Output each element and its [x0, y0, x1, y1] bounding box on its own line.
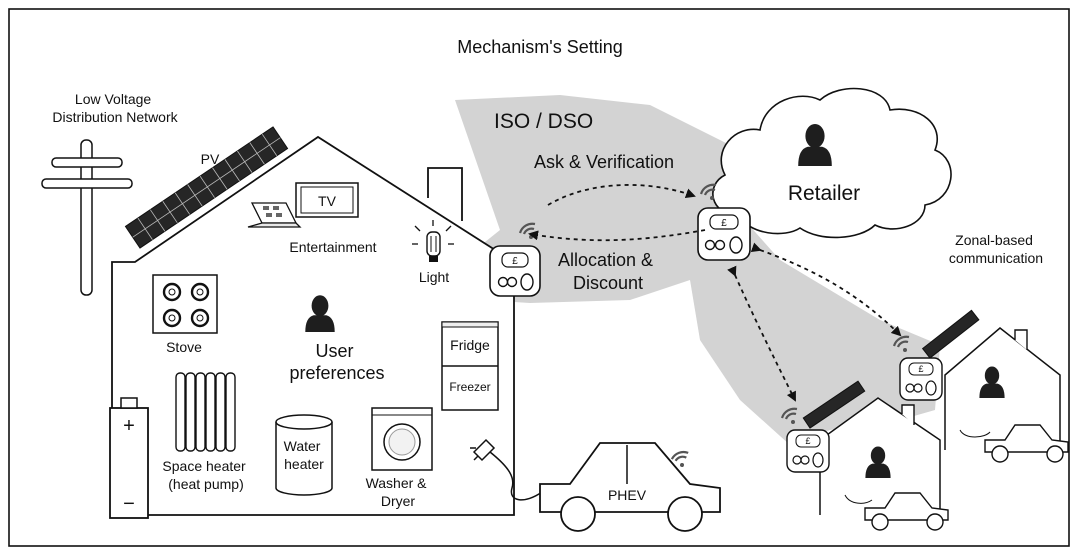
arrow-allocation-discount	[528, 229, 706, 242]
allocation-discount-line-1: Allocation &	[558, 250, 653, 270]
laptop-icon	[247, 202, 302, 228]
arrow-retailer-house-a	[727, 265, 796, 402]
tv-label: TV	[318, 193, 337, 209]
battery-icon	[109, 397, 149, 519]
allocation-discount-label: Allocation & Discount	[558, 250, 658, 293]
pv-panel	[124, 126, 289, 249]
zonal-label: Zonal-based communication	[949, 232, 1043, 266]
grid-label-line-1: Low Voltage	[75, 91, 151, 107]
house-smart-meter	[489, 245, 541, 297]
battery-minus-label: −	[123, 493, 135, 515]
iso-dso-zone	[455, 95, 940, 445]
stove-label: Stove	[166, 339, 202, 355]
zonal-label-line-2: communication	[949, 250, 1043, 266]
zonal-label-line-1: Zonal-based	[955, 232, 1033, 248]
washer-icon	[371, 407, 433, 471]
diagram-frame	[8, 8, 1070, 547]
grid-label-line-2: Distribution Network	[52, 109, 178, 125]
washer-dryer-line-2: Dryer	[381, 493, 416, 509]
user-preferences-line-2: preferences	[289, 363, 384, 383]
charging-cable	[489, 451, 543, 501]
space-heater-line-2: (heat pump)	[168, 476, 243, 492]
battery-plus-label: +	[123, 415, 135, 437]
retailer-cloud	[712, 87, 952, 239]
iso-meter-symbol: £	[721, 218, 727, 229]
space-heater-line-1: Space heater	[162, 458, 246, 474]
pv-label: PV	[201, 151, 220, 167]
communication-arrows	[528, 184, 902, 402]
house-meter-symbol: £	[512, 256, 518, 267]
fridge-freezer-icon	[441, 321, 499, 411]
house-b	[899, 309, 1069, 463]
washer-dryer-label: Washer & Dryer	[366, 475, 431, 509]
house-a-meter-symbol: £	[805, 436, 810, 446]
washer-dryer-line-1: Washer &	[366, 475, 428, 491]
stove-icon	[152, 274, 218, 334]
house-chimney	[427, 167, 463, 221]
water-heater-line-2: heater	[284, 456, 324, 472]
user-preferences-line-1: User	[315, 341, 353, 361]
water-heater-label: Water heater	[284, 438, 325, 472]
house-a	[786, 380, 949, 531]
grid-label: Low Voltage Distribution Network	[52, 91, 178, 125]
water-heater-line-1: Water	[284, 438, 321, 454]
space-heater-icon	[175, 372, 236, 452]
user-preferences-label: User preferences	[289, 341, 384, 383]
iso-smart-meter	[697, 207, 751, 261]
tv-icon	[295, 182, 359, 218]
water-heater-icon	[275, 414, 333, 496]
entertainment-label: Entertainment	[289, 239, 376, 255]
iso-dso-title: ISO / DSO	[494, 110, 593, 133]
diagram-title: Mechanism's Setting	[457, 37, 623, 57]
light-bulb-icon	[412, 220, 454, 262]
retailer-label: Retailer	[788, 182, 860, 205]
distribution-pole	[41, 139, 133, 296]
fridge-label: Fridge	[450, 337, 490, 353]
phev-car-icon	[539, 442, 721, 532]
house-b-meter-symbol: £	[918, 364, 923, 374]
arrow-retailer-house-b	[750, 242, 902, 337]
phev-label: PHEV	[608, 487, 647, 503]
space-heater-label: Space heater (heat pump)	[162, 458, 249, 492]
arrow-ask-verification	[547, 184, 696, 206]
allocation-discount-line-2: Discount	[573, 273, 643, 293]
freezer-label: Freezer	[449, 380, 490, 394]
plug-icon	[470, 438, 496, 462]
light-label: Light	[419, 269, 449, 285]
ask-verification-label: Ask & Verification	[534, 152, 674, 172]
